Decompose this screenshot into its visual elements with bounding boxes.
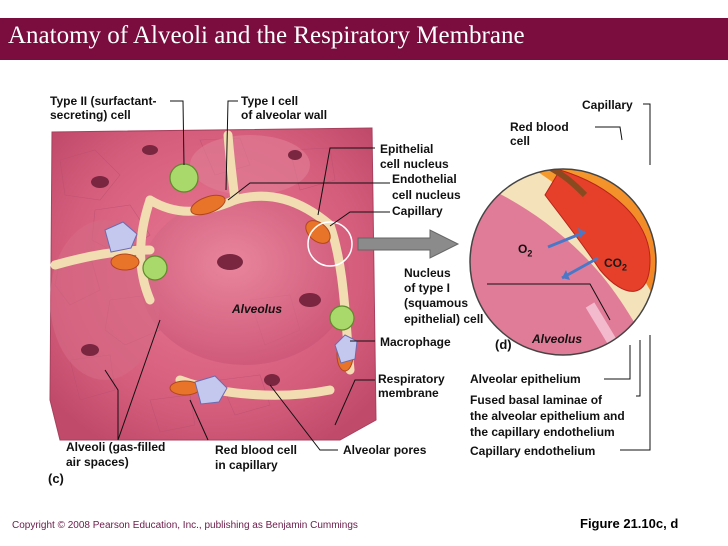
label-rbc-right-line2: cell xyxy=(510,134,531,148)
label-alveolar-pores: Alveolar pores xyxy=(343,443,427,457)
label-panel-c: (c) xyxy=(48,471,64,486)
label-panel-d: (d) xyxy=(495,337,512,352)
label-fused-laminae-line1: Fused basal laminae of xyxy=(470,393,603,407)
label-epithelial-nucleus-line1: Epithelial xyxy=(380,142,434,156)
label-macrophage: Macrophage xyxy=(380,335,451,349)
label-o2: O2 xyxy=(518,242,533,259)
label-alveolus-left: Alveolus xyxy=(232,302,283,316)
label-capillary-left: Capillary xyxy=(392,204,443,218)
label-alveolus-right: Alveolus xyxy=(532,332,583,346)
copyright-text: Copyright © 2008 Pearson Education, Inc.… xyxy=(12,520,358,531)
label-type1-cell-line2: of alveolar wall xyxy=(241,108,328,122)
slide-title: Anatomy of Alveoli and the Respiratory M… xyxy=(8,22,525,49)
label-rbc-capillary-line1: Red blood cell xyxy=(215,443,298,457)
label-co2: CO2 xyxy=(604,256,628,273)
label-o2-subscript: 2 xyxy=(527,248,533,259)
leader-lines xyxy=(104,100,651,451)
label-fused-laminae-line3: the capillary endothelium xyxy=(470,425,615,439)
label-rbc-capillary-line2: in capillary xyxy=(215,458,278,472)
label-type2-cell-line2: secreting) cell xyxy=(50,108,131,122)
label-alveoli-line2: air spaces) xyxy=(66,455,129,469)
label-nucleus-type1-line1: Nucleus xyxy=(404,266,451,280)
label-epithelial-nucleus-line2: cell nucleus xyxy=(380,157,449,171)
label-capillary-right: Capillary xyxy=(582,98,633,112)
label-respiratory-membrane-line1: Respiratory xyxy=(378,372,445,386)
title-bar xyxy=(0,18,728,60)
label-type2-cell-line1: Type II (surfactant- xyxy=(50,94,157,108)
figure-number: Figure 21.10c, d xyxy=(580,516,679,531)
label-nucleus-type1-line3: (squamous xyxy=(404,296,469,310)
label-nucleus-type1-line2: of type I xyxy=(404,281,451,295)
label-co2-subscript: 2 xyxy=(622,262,628,273)
alveolar-tissue-panel xyxy=(49,127,377,441)
label-endothelial-nucleus-line1: Endothelial xyxy=(392,172,457,186)
label-nucleus-type1-line4: epithelial) cell xyxy=(404,312,484,326)
label-alveoli-line1: Alveoli (gas-filled xyxy=(66,440,166,454)
label-capillary-endothelium: Capillary endothelium xyxy=(470,444,596,458)
label-rbc-right-line1: Red blood xyxy=(510,120,569,134)
label-type1-cell-line1: Type I cell xyxy=(241,94,299,108)
label-endothelial-nucleus-line2: cell nucleus xyxy=(392,188,461,202)
label-fused-laminae-line2: the alveolar epithelium and xyxy=(470,409,625,423)
footer xyxy=(0,510,728,546)
label-respiratory-membrane-line2: membrane xyxy=(378,386,439,400)
respiratory-membrane-closeup xyxy=(470,169,656,355)
label-alveolar-epithelium: Alveolar epithelium xyxy=(470,372,581,386)
zoom-arrow xyxy=(357,229,460,259)
